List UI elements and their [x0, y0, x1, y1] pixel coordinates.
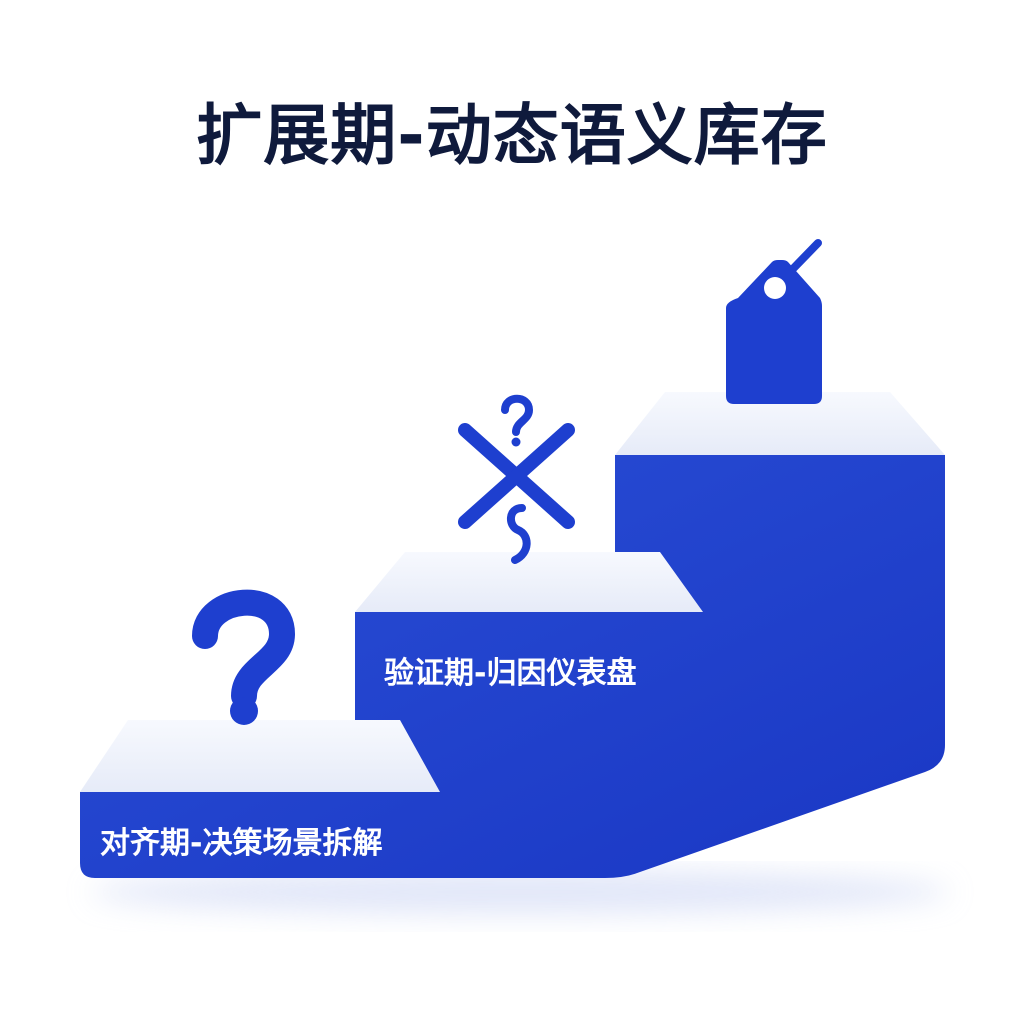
step-2-label: 验证期-归因仪表盘 [384, 656, 637, 691]
step-1-top [80, 720, 440, 792]
step-2-top [355, 552, 703, 612]
staircase-body [80, 455, 945, 878]
diagram-title: 扩展期-动态语义库存 [196, 97, 828, 174]
staircase-shadow [90, 870, 950, 914]
tag-icon [726, 239, 822, 404]
question-mark-icon [192, 589, 296, 725]
step-3-top [615, 392, 945, 455]
crossed-wands-question-icon [458, 394, 575, 564]
step-1-label: 对齐期-决策场景拆解 [100, 826, 383, 861]
